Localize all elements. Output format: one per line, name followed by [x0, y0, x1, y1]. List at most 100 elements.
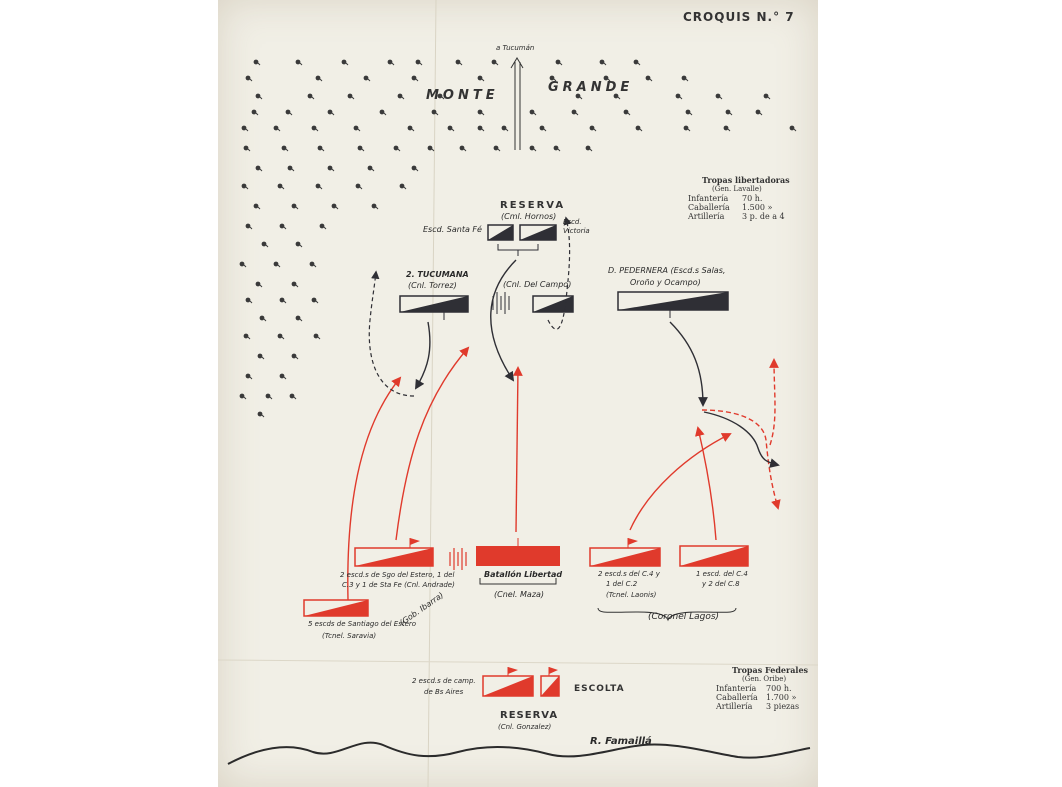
unit-c4-laonis [589, 538, 661, 567]
tree-symbol [411, 165, 417, 171]
tree-stem [345, 62, 349, 66]
sgo-saravia-label-1: 5 escds de Santiago del Estero [308, 620, 417, 628]
tree-symbol [501, 125, 507, 131]
tree-stem [557, 148, 561, 152]
legend-arm: Artillería [716, 702, 753, 711]
tree-stem [277, 264, 281, 268]
tree-symbol [675, 93, 681, 99]
tree-stem [463, 148, 467, 152]
tree-symbol [477, 109, 483, 115]
tree-symbol [415, 59, 421, 65]
batallon-label: Batallón Libertad [484, 570, 563, 579]
federal-advance-arrow [347, 376, 402, 601]
tree-symbol [437, 93, 443, 99]
tree-symbol [255, 93, 261, 99]
legend-value: 700 h. [766, 684, 792, 693]
tree-stem [311, 96, 315, 100]
tree-symbol [603, 75, 609, 81]
reserva-escd-victoria [519, 224, 557, 241]
lagos-bracket [597, 607, 737, 622]
legend-value: 1.500 » [742, 203, 773, 212]
tree-stem [259, 284, 263, 288]
tree-symbol [291, 353, 297, 359]
tree-stem [289, 112, 293, 116]
reserva-bracket [497, 244, 539, 256]
federal-advance-arrow [513, 366, 523, 533]
tree-stem [285, 148, 289, 152]
tree-stem [295, 206, 299, 210]
tree-symbol [245, 223, 251, 229]
tree-stem [533, 112, 537, 116]
tree-stem [589, 148, 593, 152]
tree-stem [759, 112, 763, 116]
tree-stem [481, 112, 485, 116]
tree-stem [687, 128, 691, 132]
unit-sgo-estero-andrade [354, 538, 434, 567]
forest-label-grande: GRANDE [548, 80, 634, 95]
tree-symbol [645, 75, 651, 81]
river-famailla [227, 741, 811, 765]
tree-stem [243, 396, 247, 400]
tree-stem [767, 96, 771, 100]
tree-symbol [259, 315, 265, 321]
tree-symbol [295, 59, 301, 65]
tree-stem [335, 206, 339, 210]
tree-stem [361, 148, 365, 152]
tree-stem [505, 128, 509, 132]
tree-symbol [273, 261, 279, 267]
unit-c4-c8 [679, 545, 749, 567]
legend-arm: Caballería [716, 693, 758, 702]
tree-stem [367, 78, 371, 82]
tree-stem [627, 112, 631, 116]
tree-stem [261, 356, 265, 360]
tree-stem [321, 148, 325, 152]
tree-symbol [387, 59, 393, 65]
sgo-andrade-label-1: 2 escd.s de Sgo del Estero, 1 del [340, 571, 455, 579]
legend-commander: (Gen. Lavalle) [712, 185, 762, 193]
tree-symbol [529, 145, 535, 151]
tree-symbol [239, 393, 245, 399]
tree-stem [593, 128, 597, 132]
tree-stem [283, 300, 287, 304]
tree-stem [257, 62, 261, 66]
tree-symbol [279, 297, 285, 303]
fold-line [218, 659, 818, 666]
map-sheet: CROQUIS N.° 7 a Tucumán MONTE GRANDE R. … [218, 0, 818, 787]
tree-stem [553, 78, 557, 82]
tree-symbol [371, 203, 377, 209]
tree-symbol [291, 281, 297, 287]
unit-del-campo [532, 295, 574, 313]
c4-c8-label-2: y 2 del C.8 [702, 580, 740, 588]
tree-stem [495, 62, 499, 66]
tree-symbol [715, 93, 721, 99]
tree-symbol [493, 145, 499, 151]
tree-symbol [529, 109, 535, 115]
legend-libertadores: Tropas libertadoras (Gen. Lavalle) Infan… [688, 176, 790, 222]
road-to-tucuman [510, 57, 524, 150]
escolta-label: ESCOLTA [574, 684, 625, 694]
tree-symbol [277, 183, 283, 189]
tree-stem [243, 264, 247, 268]
reserva-label: RESERVA [500, 200, 566, 211]
unit-tucumana [399, 295, 469, 320]
tree-symbol [367, 165, 373, 171]
tree-stem [351, 96, 355, 100]
tree-symbol [427, 145, 433, 151]
unit-batallon-libertad [476, 538, 560, 566]
tree-symbol [265, 393, 271, 399]
tree-symbol [289, 393, 295, 399]
tree-symbol [355, 183, 361, 189]
tree-stem [281, 336, 285, 340]
tree-stem [793, 128, 797, 132]
tree-symbol [313, 333, 319, 339]
reserva-escd-santa-fe [487, 224, 514, 241]
tree-stem [259, 96, 263, 100]
tree-symbol [241, 125, 247, 131]
tree-symbol [347, 93, 353, 99]
tree-stem [319, 78, 323, 82]
tree-stem [295, 284, 299, 288]
tree-stem [607, 78, 611, 82]
tree-symbol [295, 315, 301, 321]
tree-symbol [281, 145, 287, 151]
tree-symbol [273, 125, 279, 131]
